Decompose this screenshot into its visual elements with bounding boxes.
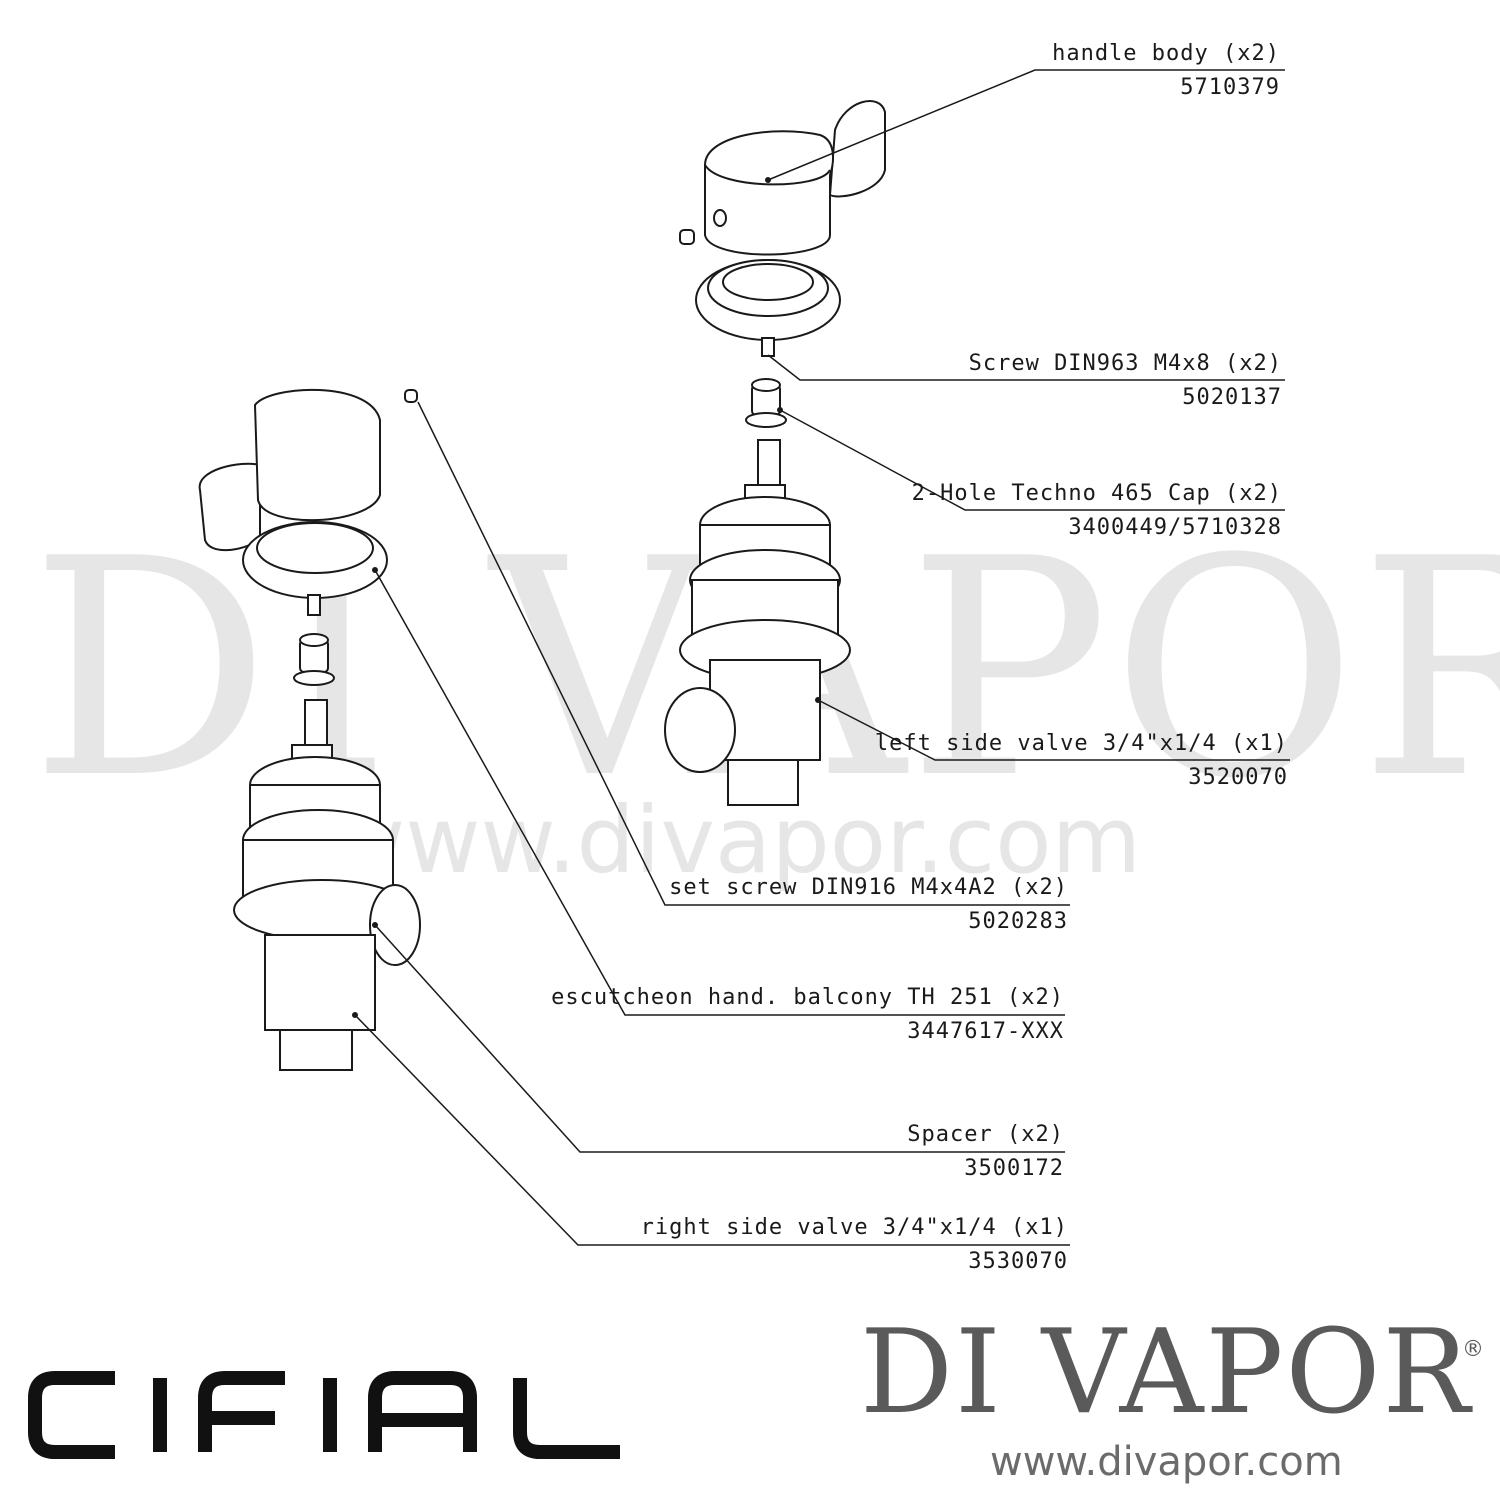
leader-spacer bbox=[374, 924, 1065, 1153]
valve-body-right bbox=[664, 439, 851, 806]
cap-left bbox=[293, 633, 335, 686]
leader-left-valve bbox=[817, 699, 1290, 761]
part-code: 5020283 bbox=[968, 909, 1068, 934]
callout-screw: Screw DIN963 M4x8 (x2) 5020137 bbox=[969, 350, 1282, 412]
cap-right bbox=[745, 378, 787, 428]
callout-left-side-valve: left side valve 3/4"x1/4 (x1) 3520070 bbox=[875, 730, 1288, 792]
callout-spacer: Spacer (x2) 3500172 bbox=[907, 1121, 1064, 1183]
part-code: 3447617-XXX bbox=[907, 1019, 1064, 1044]
divapor-registered-mark: ® bbox=[1462, 1337, 1484, 1362]
part-code: 3530070 bbox=[968, 1249, 1068, 1274]
escutcheon-right bbox=[695, 259, 841, 357]
part-name: Screw DIN963 M4x8 (x2) bbox=[968, 351, 1282, 376]
part-name: right side valve 3/4"x1/4 (x1) bbox=[640, 1215, 1068, 1240]
divapor-url[interactable]: www.divapor.com bbox=[990, 1439, 1343, 1485]
part-code: 3500172 bbox=[964, 1156, 1064, 1181]
leader-right-valve bbox=[354, 1014, 1070, 1246]
watermark-url: www.divapor.com bbox=[330, 787, 1142, 894]
part-name: set screw DIN916 M4x4A2 (x2) bbox=[669, 875, 1068, 900]
leader-dots bbox=[352, 177, 821, 1018]
part-code: 5710379 bbox=[1180, 75, 1280, 100]
escutcheon-left bbox=[242, 521, 388, 616]
leader-screw bbox=[767, 354, 1285, 381]
part-name: Spacer (x2) bbox=[907, 1122, 1064, 1147]
part-code: 3520070 bbox=[1188, 765, 1288, 790]
callout-set-screw: set screw DIN916 M4x4A2 (x2) 5020283 bbox=[669, 874, 1068, 936]
right-side-valve-assembly bbox=[198, 388, 421, 1071]
handle-body-right bbox=[679, 100, 886, 256]
leader-escutcheon bbox=[374, 569, 1065, 1016]
cifial-logo bbox=[28, 1371, 620, 1459]
callout-escutcheon: escutcheon hand. balcony TH 251 (x2) 344… bbox=[551, 984, 1064, 1046]
divapor-brand: DI VAPOR bbox=[860, 1305, 1472, 1440]
part-code: 3400449/5710328 bbox=[1068, 515, 1282, 540]
leader-set-screw bbox=[417, 401, 1070, 906]
handle-body-left bbox=[198, 388, 418, 552]
left-side-valve-assembly bbox=[664, 100, 886, 806]
callout-cap: 2-Hole Techno 465 Cap (x2) 3400449/57103… bbox=[912, 480, 1282, 542]
leader-lines bbox=[354, 69, 1290, 1246]
leader-cap bbox=[779, 409, 1285, 511]
callout-handle-body: handle body (x2) 5710379 bbox=[1052, 40, 1280, 102]
leader-handle-body bbox=[767, 69, 1285, 181]
callout-right-side-valve: right side valve 3/4"x1/4 (x1) 3530070 bbox=[641, 1214, 1068, 1276]
valve-body-left bbox=[233, 699, 421, 1071]
part-name: handle body (x2) bbox=[1052, 41, 1280, 66]
part-name: left side valve 3/4"x1/4 (x1) bbox=[874, 731, 1288, 756]
part-code: 5020137 bbox=[1182, 385, 1282, 410]
part-name: 2-Hole Techno 465 Cap (x2) bbox=[911, 481, 1282, 506]
part-name: escutcheon hand. balcony TH 251 (x2) bbox=[551, 985, 1064, 1010]
